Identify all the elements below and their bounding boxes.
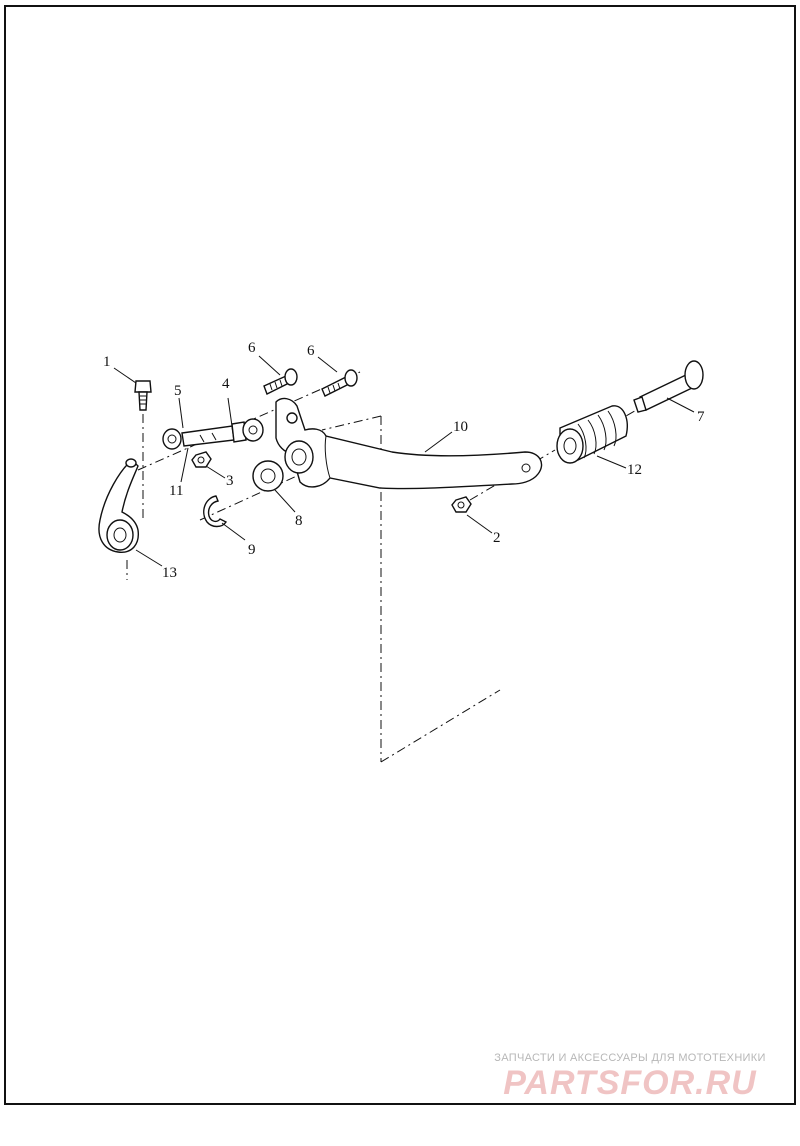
rod-end-part-5 bbox=[162, 428, 182, 450]
leader-lines bbox=[113, 355, 695, 567]
watermark-brand: PARTSFOR.RU bbox=[503, 1064, 757, 1102]
callout-2: 2 bbox=[493, 530, 501, 546]
shift-arm-part-13 bbox=[98, 458, 139, 553]
callout-13: 13 bbox=[162, 565, 177, 581]
callout-5: 5 bbox=[174, 383, 182, 399]
page-frame bbox=[4, 5, 796, 1105]
callout-7: 7 bbox=[697, 409, 705, 425]
bolt-part-1 bbox=[134, 380, 152, 411]
callout-1: 1 bbox=[103, 354, 111, 370]
callout-6b: 6 bbox=[307, 343, 315, 359]
callout-9: 9 bbox=[248, 542, 256, 558]
rod-end-part-4 bbox=[231, 418, 264, 443]
shift-lever-part-10 bbox=[275, 397, 543, 490]
nut-part-2 bbox=[451, 496, 472, 513]
nut-part-3 bbox=[191, 451, 212, 468]
callout-6a: 6 bbox=[248, 340, 256, 356]
callout-10: 10 bbox=[453, 419, 468, 435]
callout-8: 8 bbox=[295, 513, 303, 529]
shift-peg-part-12 bbox=[556, 405, 628, 464]
callout-3: 3 bbox=[226, 473, 234, 489]
watermark: ЗАПЧАСТИ И АКСЕССУАРЫ ДЛЯ МОТОТЕХНИКИ PA… bbox=[480, 1052, 780, 1102]
peg-pin-part-7 bbox=[633, 360, 704, 413]
callout-labels: 1 5 4 6 6 7 10 12 3 11 8 2 9 13 bbox=[103, 340, 705, 581]
washer-part-8 bbox=[252, 460, 284, 492]
callout-11: 11 bbox=[169, 483, 183, 499]
callout-4: 4 bbox=[222, 376, 230, 392]
callout-12: 12 bbox=[627, 462, 642, 478]
retaining-clip-part-9 bbox=[203, 495, 228, 528]
bolt-part-6b bbox=[321, 369, 358, 397]
bolt-part-6a bbox=[263, 368, 298, 395]
watermark-tagline: ЗАПЧАСТИ И АКСЕССУАРЫ ДЛЯ МОТОТЕХНИКИ bbox=[494, 1052, 766, 1064]
shift-rod-part-11 bbox=[181, 425, 235, 447]
